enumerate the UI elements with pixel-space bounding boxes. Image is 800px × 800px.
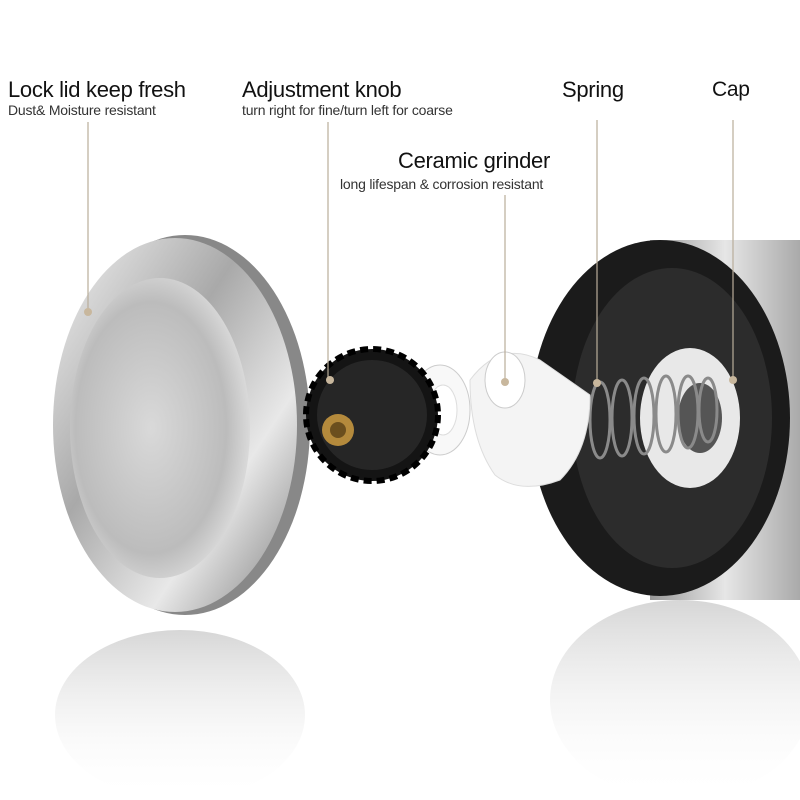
ceramic-grinder xyxy=(469,351,591,487)
callout-dots xyxy=(84,308,737,387)
lock-lid xyxy=(53,235,310,615)
body-reflection xyxy=(550,600,800,800)
adjustment-knob-title: Adjustment knob xyxy=(242,77,402,102)
grinder-body xyxy=(530,240,800,600)
lid-reflection xyxy=(55,630,305,800)
ceramic-grinder-title: Ceramic grinder xyxy=(398,148,550,173)
spring-title: Spring xyxy=(562,77,624,102)
leader-lines xyxy=(87,120,734,381)
lock-lid-title: Lock lid keep fresh xyxy=(8,77,186,102)
cap-title: Cap xyxy=(712,78,750,101)
ceramic-grinder-subtitle: long lifespan & corrosion resistant xyxy=(340,176,544,192)
lock-lid-subtitle: Dust& Moisture resistant xyxy=(8,102,156,118)
adjustment-knob xyxy=(303,346,441,484)
adjustment-knob-subtitle: turn right for fine/turn left for coarse xyxy=(242,102,453,118)
